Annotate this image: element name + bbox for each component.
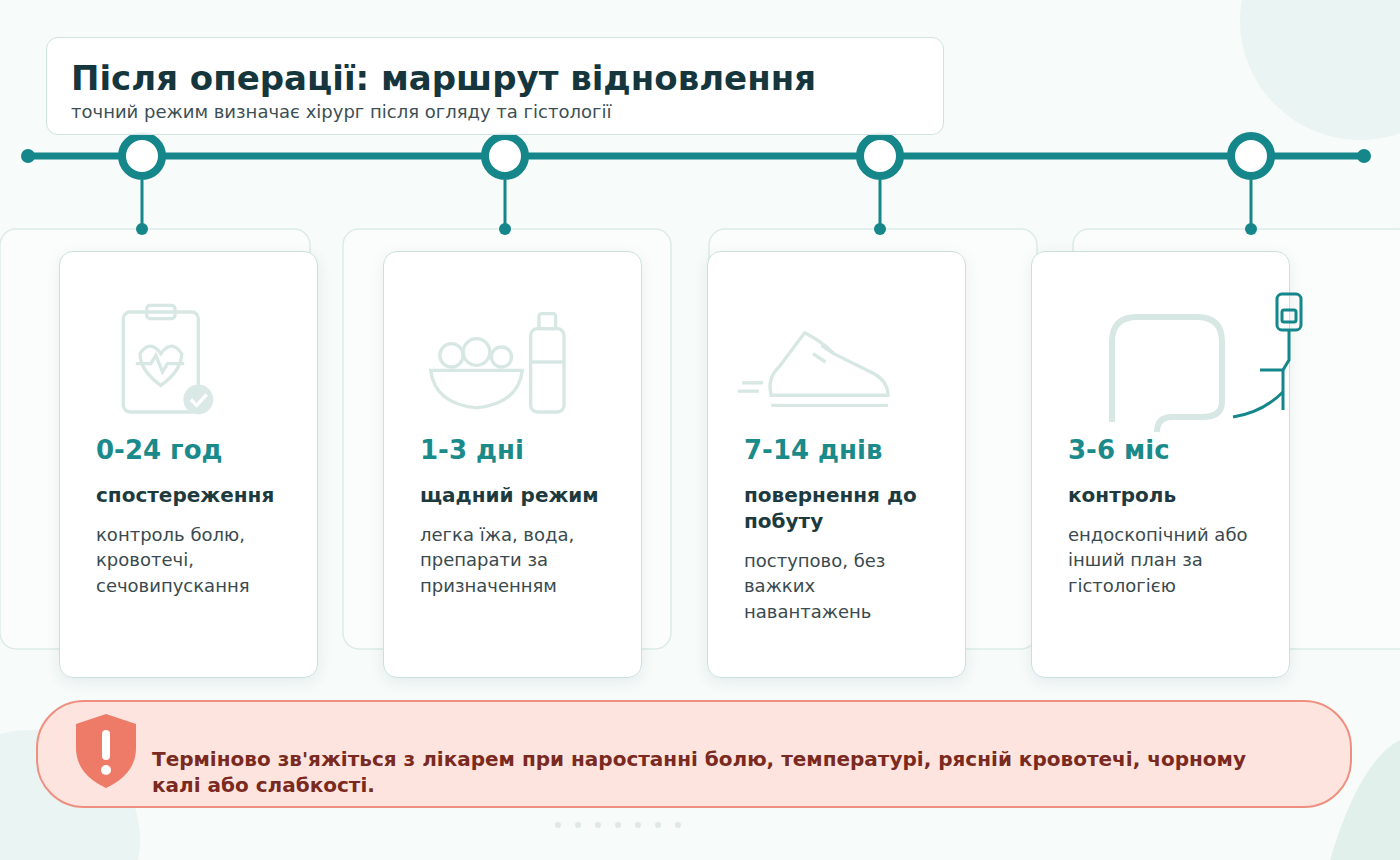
stage-text: легка їжа, вода, препарати за призначенн…: [420, 522, 621, 598]
diagram-title: Після операції: маршрут відновлення: [71, 60, 943, 97]
stage-icon: [738, 292, 938, 432]
stage-text: поступово, без важких навантажень: [744, 548, 945, 624]
stage-card: 1-3 дні щадний режим легка їжа, вода, преп…: [383, 251, 642, 678]
time-label: 3-6 міс: [1068, 435, 1269, 466]
stage-card: 0-24 год спостереження контроль болю, кров…: [59, 251, 318, 678]
stage-icon: [1062, 292, 1322, 432]
header-box: Після операції: маршрут відновлення точни…: [46, 37, 944, 135]
stage-text: контроль болю, кровотечі, сечовипускання: [96, 522, 297, 598]
stage-text: ендоскопічний або інший план за гістолог…: [1068, 522, 1269, 598]
time-label: 7-14 днів: [744, 435, 945, 466]
stage-card: 7-14 днів повернення до побуту поступово, …: [707, 251, 966, 678]
time-label: 0-24 год: [96, 435, 297, 466]
stage-heading: повернення до побуту: [744, 482, 945, 534]
diagram-caption: точний режим визначає хірург після огляд…: [71, 101, 943, 123]
warning-band: Терміново зв'яжіться з лікарем при нарос…: [36, 700, 1352, 808]
stage-icon: [414, 292, 614, 432]
stage-heading: щадний режим: [420, 482, 621, 508]
stage-card: 3-6 міс контроль ендоскопічний або інший п…: [1031, 251, 1290, 678]
stage-icon: [90, 292, 290, 432]
warning-text: Терміново зв'яжіться з лікарем при нарос…: [152, 746, 1290, 798]
stage-heading: спостереження: [96, 482, 297, 508]
warning-shield: [70, 710, 142, 790]
time-label: 1-3 дні: [420, 435, 621, 466]
stage-heading: контроль: [1068, 482, 1269, 508]
